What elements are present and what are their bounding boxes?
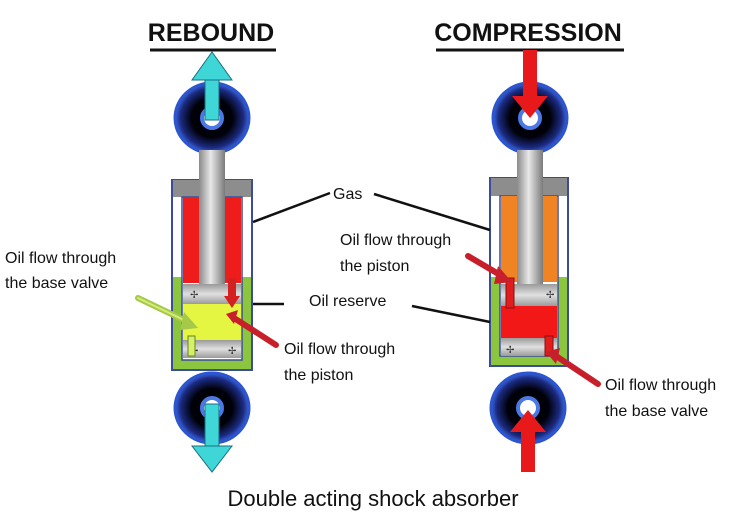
piston-port-arrow — [505, 277, 515, 309]
piston-rod-upper — [199, 150, 225, 285]
valve-mark: ✢ — [190, 290, 198, 301]
rebound-title: REBOUND — [148, 19, 274, 47]
left-base-valve-label-line2: the base valve — [5, 275, 108, 292]
right-piston-pointer — [465, 253, 512, 284]
left-base-valve-pointer — [135, 295, 198, 330]
base-port-arrow — [187, 335, 196, 357]
gas-label: Gas — [333, 186, 362, 203]
rebound-up-arrow-icon — [191, 51, 233, 121]
base-valve — [183, 340, 241, 358]
compression-up-arrow-icon — [510, 410, 546, 472]
left-base-valve-label-line1: Oil flow through — [5, 250, 116, 267]
piston-port-arrowhead — [224, 296, 240, 308]
compression-title: COMPRESSION — [434, 19, 622, 47]
left-piston-pointer — [226, 310, 279, 348]
piston-rod — [517, 150, 543, 284]
diagram-caption: Double acting shock absorber — [227, 486, 518, 511]
right-base-valve-pointer — [546, 348, 601, 387]
right-piston-label-line1: Oil flow through — [340, 232, 451, 249]
oil-reserve-leader-right — [411, 304, 491, 324]
compression-down-arrow-icon — [512, 50, 548, 118]
rebound-down-arrow-icon — [190, 403, 234, 473]
piston — [501, 284, 557, 306]
lower-chamber-compression — [501, 306, 557, 338]
right-piston-label-line2: the piston — [340, 258, 409, 275]
base-port-arrow — [544, 335, 554, 357]
right-base-valve-label-line1: Oil flow through — [605, 377, 716, 394]
gas-leader-right — [373, 192, 491, 232]
left-piston-label-line1: Oil flow through — [284, 341, 395, 358]
right-base-valve-label-line2: the base valve — [605, 403, 708, 420]
compression-assembly: COMPRESSION ✢ ✢ — [373, 19, 624, 472]
valve-mark: ✢ — [506, 345, 514, 356]
oil-reserve-label: Oil reserve — [309, 293, 386, 310]
left-piston-label-line2: the piston — [284, 367, 353, 384]
gas-leader-left — [252, 191, 331, 224]
valve-mark: ✢ — [546, 290, 554, 301]
base-valve — [501, 338, 557, 356]
piston-port-arrow — [228, 278, 236, 298]
rebound-assembly: REBOUND ✢ ✢ ✢ — [135, 19, 331, 473]
valve-mark: ✢ — [228, 346, 236, 357]
